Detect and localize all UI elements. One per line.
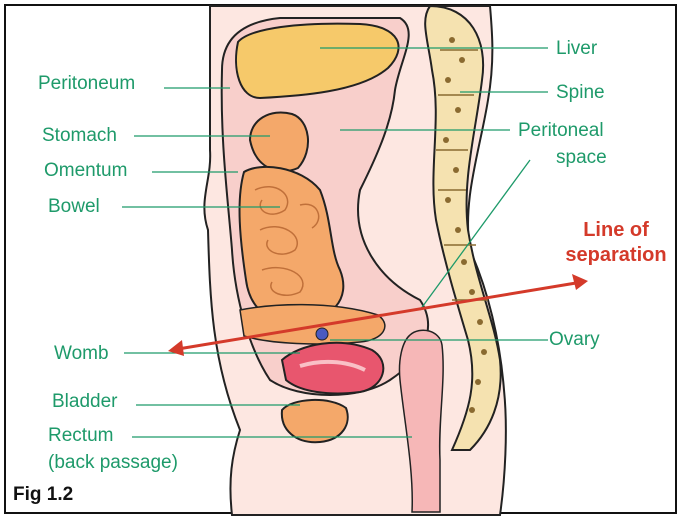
womb-shape xyxy=(280,341,385,395)
label-bowel: Bowel xyxy=(48,196,100,217)
ovary-shape xyxy=(315,327,329,341)
label-peritoneal: Peritoneal xyxy=(518,120,604,141)
leader-lines xyxy=(122,47,548,438)
label-line-of-separation: Line of separation xyxy=(556,218,676,268)
spine-dots xyxy=(443,37,487,413)
bladder-shape xyxy=(280,398,349,444)
womb-lining xyxy=(299,359,366,372)
label-liver: Liver xyxy=(556,38,598,59)
pelvic-fat xyxy=(239,303,386,345)
liver-shape xyxy=(235,22,400,100)
rectum-shape xyxy=(398,329,444,513)
label-peritoneum: Peritoneum xyxy=(38,73,136,94)
label-stomach: Stomach xyxy=(42,125,117,146)
figure-caption: Fig 1.2 xyxy=(13,484,74,505)
label-womb: Womb xyxy=(54,343,109,364)
label-back-passage: (back passage) xyxy=(48,452,178,473)
spine-column xyxy=(424,4,502,451)
label-peritoneal-space: space xyxy=(556,147,607,168)
label-spine: Spine xyxy=(556,82,605,103)
label-bladder: Bladder xyxy=(52,391,118,412)
label-omentum: Omentum xyxy=(44,160,128,181)
label-rectum: Rectum xyxy=(48,425,114,446)
label-ovary: Ovary xyxy=(549,329,600,350)
separation-line-2: separation xyxy=(565,244,667,266)
bowel-loops xyxy=(254,186,320,296)
separation-arrow xyxy=(168,274,588,356)
separation-line-1: Line of xyxy=(583,219,649,241)
